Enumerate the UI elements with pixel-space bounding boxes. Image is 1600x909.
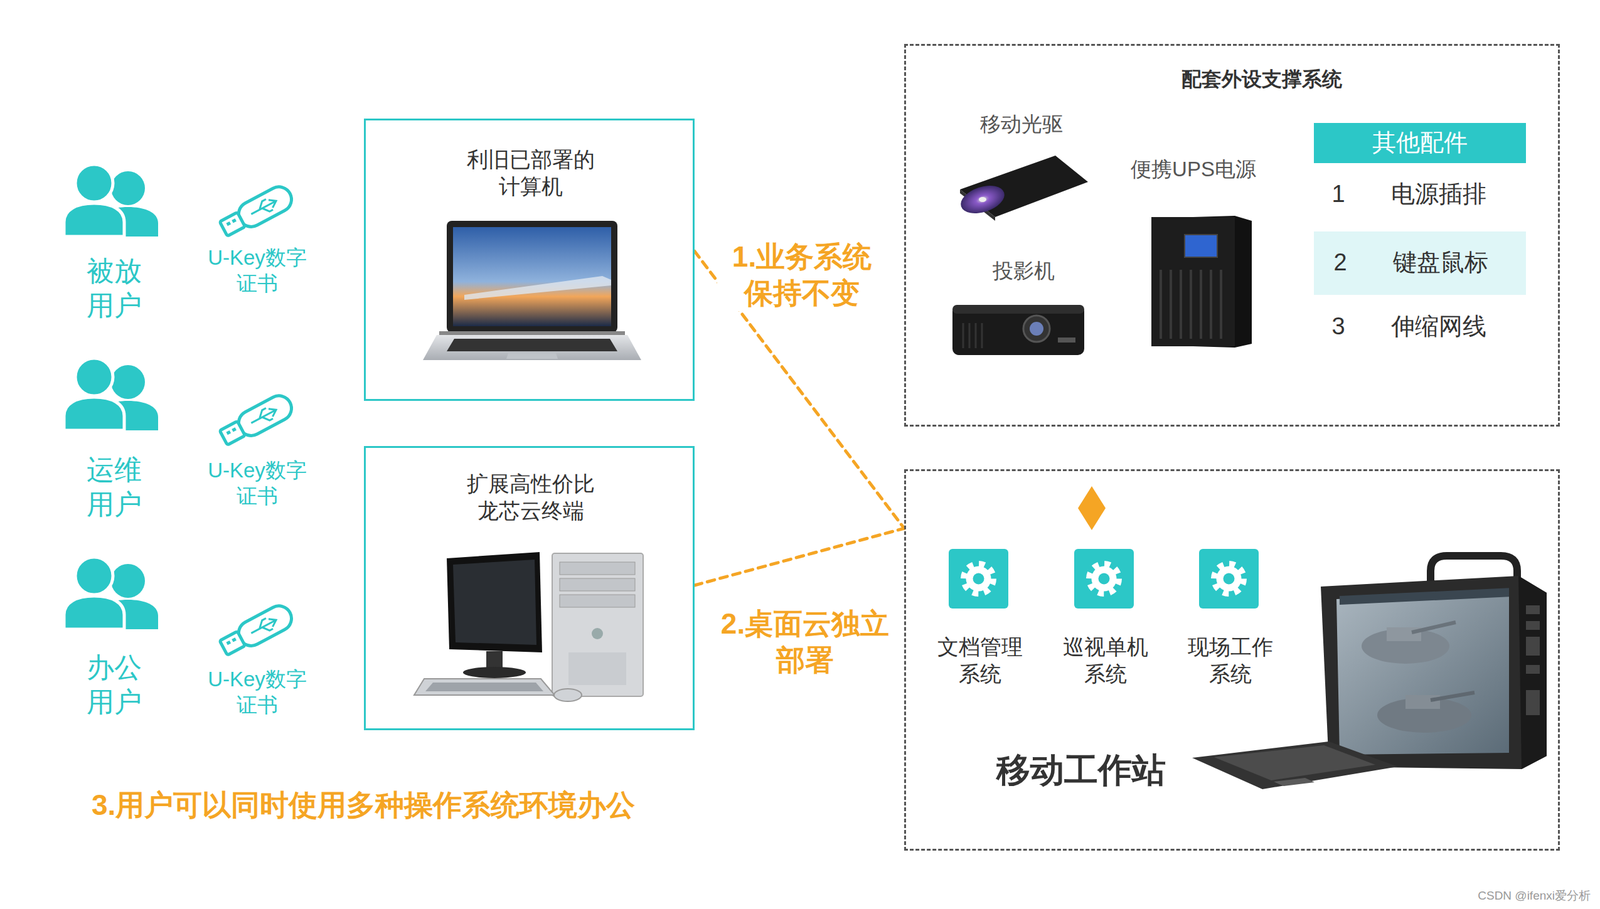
peripheral-group: 配套外设支撑系统其他配件 2 键盘鼠标 [904,43,1560,427]
user-label: 运维 用户 [76,452,152,522]
row-number: 1 [1331,179,1345,210]
desktop-picture [414,552,644,702]
laptop-picture [422,220,642,361]
node-text: 利旧已部署的 计算机 [452,146,610,200]
projector-picture [952,304,1085,356]
user-icon [64,358,159,431]
system-tile: 现场工作 系统 [1173,550,1296,696]
usb-key-icon [217,601,297,660]
key-label: U-Key数字 证书 [194,666,320,719]
node-text: 配套外设支撑系统 [1181,66,1343,92]
usb-key-icon [217,391,297,450]
device-label: 投影机 [992,257,1055,284]
device-box: 利旧已部署的 计算机 [363,118,695,401]
gear-icon [1199,549,1259,609]
system-tile: 巡视单机 系统 [1049,550,1171,696]
note-text: 3.用户可以同时使用多种操作系统环境办公 [91,787,635,824]
device-label: 移动光驱 [980,111,1063,137]
gear-icon [1074,549,1134,609]
node-text: 扩展高性价比 龙芯云终端 [452,470,610,524]
optical-drive-picture [957,155,1088,221]
key-label: U-Key数字 证书 [194,244,320,297]
node-text: 巡视单机 系统 [1052,633,1159,688]
table-cell: 伸缩网线 [1391,311,1487,342]
ups-picture [1151,215,1252,348]
edge-label: 2.桌面云独立 部署 [710,606,900,679]
device-box: 扩展高性价比 龙芯云终端 [363,446,695,731]
user-icon [64,164,159,237]
table-row: 2 键盘鼠标 [1313,231,1526,295]
watermark: CSDN @ifenxi爱分析 [1477,888,1591,904]
workstation-group: 移动工作站 文档管理 系统巡视单机 系统现场工作 系统 [904,469,1560,851]
user-label: 办公 用户 [76,650,152,720]
gear-icon [948,549,1009,609]
node-text: 移动工作站 [996,749,1166,792]
usb-key-icon [217,182,297,241]
table-header: 其他配件 [1313,122,1526,164]
key-label: U-Key数字 证书 [194,457,320,510]
row-number: 3 [1331,311,1345,342]
dashed-connector [694,528,905,586]
user-icon [64,557,159,630]
system-tile: 文档管理 系统 [923,550,1046,696]
device-label: 便携UPS电源 [1130,156,1257,182]
node-text: 现场工作 系统 [1177,633,1284,688]
user-label: 被放 用户 [76,253,152,323]
table-cell: 电源插排 [1391,179,1487,210]
node-text: 2 [1333,247,1347,278]
diamond-mark [1077,486,1106,531]
node-text: 键盘鼠标 [1392,247,1489,278]
node-text: 其他配件 [1372,128,1468,159]
edge-label: 1.业务系统 保持不变 [717,239,887,312]
node-text: 文档管理 系统 [926,633,1034,688]
